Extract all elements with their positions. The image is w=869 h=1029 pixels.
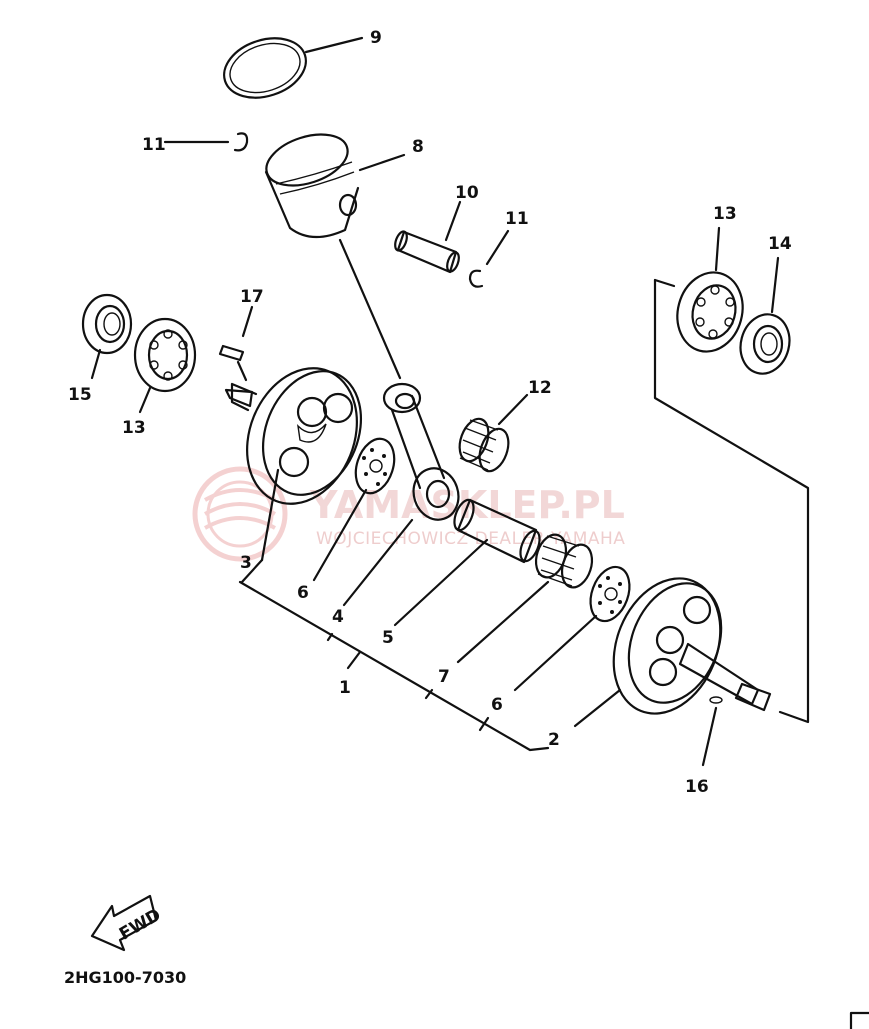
woodruff-key bbox=[218, 305, 254, 382]
callout-1: 1 bbox=[339, 678, 351, 698]
small-end-bearing bbox=[458, 393, 529, 473]
assembly-bracket bbox=[238, 278, 810, 752]
fwd-arrow: FWD bbox=[90, 894, 165, 952]
piston-ring bbox=[223, 36, 364, 99]
piston bbox=[264, 133, 406, 239]
oil-seal-left bbox=[81, 293, 133, 380]
connecting-rod bbox=[338, 238, 460, 607]
callout-12: 12 bbox=[528, 378, 552, 398]
callout-14: 14 bbox=[768, 234, 792, 254]
callouts: 9 11 8 10 11 13 14 17 15 13 12 3 6 4 5 1… bbox=[68, 28, 792, 797]
bearing-right bbox=[676, 226, 744, 353]
piston-pin bbox=[394, 200, 462, 274]
callout-4: 4 bbox=[332, 607, 344, 627]
callout-6-left: 6 bbox=[297, 583, 309, 603]
crank-left bbox=[224, 367, 363, 562]
callout-6-right: 6 bbox=[491, 695, 503, 715]
thrust-washer-left bbox=[312, 437, 396, 582]
oil-seal-right bbox=[739, 256, 791, 375]
callout-7: 7 bbox=[438, 667, 450, 687]
callout-11-left: 11 bbox=[142, 135, 166, 155]
callout-3: 3 bbox=[240, 553, 252, 573]
piston-pin-clip-right bbox=[468, 229, 510, 288]
callout-8: 8 bbox=[412, 137, 424, 157]
crank-right bbox=[573, 577, 772, 728]
crank-key bbox=[701, 706, 718, 767]
callout-13-right: 13 bbox=[713, 204, 737, 224]
corner-mark bbox=[849, 1011, 869, 1029]
big-end-bearing bbox=[456, 533, 594, 664]
callout-17: 17 bbox=[240, 287, 264, 307]
thrust-washer-right bbox=[513, 565, 631, 692]
callout-15: 15 bbox=[68, 385, 92, 405]
bearing-left bbox=[133, 317, 197, 414]
callout-11-right: 11 bbox=[505, 209, 529, 229]
callout-9: 9 bbox=[370, 28, 382, 48]
diagram-code: 2HG100-7030 bbox=[64, 968, 186, 987]
watermark: YAMASKLEP.PL WOJCIECHOWICZ DEALER YAMAHA bbox=[192, 466, 625, 562]
callout-5: 5 bbox=[382, 628, 394, 648]
piston-pin-clip-left bbox=[163, 132, 249, 152]
callout-2: 2 bbox=[548, 730, 560, 750]
callout-13-left: 13 bbox=[122, 418, 146, 438]
callout-16: 16 bbox=[685, 777, 709, 797]
crank-pin bbox=[393, 498, 541, 627]
callout-10: 10 bbox=[455, 183, 479, 203]
watermark-logo bbox=[192, 466, 288, 562]
